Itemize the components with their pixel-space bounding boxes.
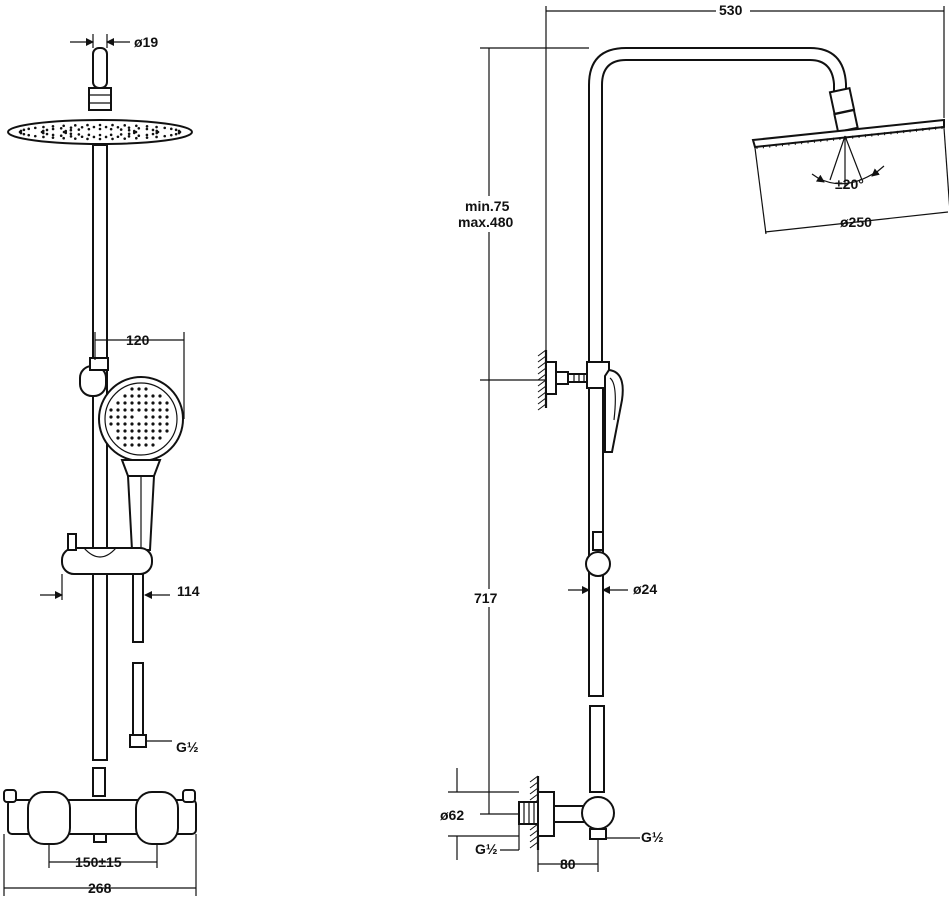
dim-overall-width: 530 — [719, 2, 743, 18]
slider-knob — [67, 533, 77, 551]
temperature-knob — [27, 791, 71, 845]
rain-shower-head — [7, 119, 193, 145]
dim-height-min: min.75 — [465, 198, 510, 214]
dim-inlet-centers: 150±15 — [75, 854, 122, 870]
hand-shower-head — [98, 376, 184, 462]
dim-hose-thread: G½ — [176, 739, 199, 755]
dim-wall-offset: 114 — [177, 583, 200, 599]
overhead-arm — [92, 47, 108, 89]
rain-head-side — [751, 118, 945, 149]
mixer-knob-side — [581, 796, 615, 830]
flow-knob — [135, 791, 179, 845]
side-view — [518, 47, 945, 850]
front-view-dimensions: ø19 120 114 G½ 150±15 268 — [3, 34, 200, 896]
dim-column-height: 717 — [474, 590, 498, 606]
slider-bracket — [61, 547, 153, 575]
riser-column — [92, 144, 108, 761]
dim-pipe-diameter: ø19 — [134, 34, 158, 50]
dim-knob-diameter: ø24 — [633, 581, 657, 597]
wall-flange-lower — [537, 791, 555, 837]
dim-inlet-thread-right: G½ — [641, 829, 664, 845]
dim-handshower-width: 120 — [126, 332, 150, 348]
dim-height-max: max.480 — [458, 214, 513, 230]
dim-mixer-width: 268 — [88, 880, 112, 896]
hand-shower-nozzles — [109, 387, 169, 447]
hose-lower — [132, 662, 144, 736]
hose-connector — [129, 734, 147, 748]
wall-flange-upper — [545, 361, 557, 395]
dim-inlet-projection: 80 — [560, 856, 576, 872]
riser-with-arm — [588, 47, 847, 367]
dim-inlet-thread-left: G½ — [475, 841, 498, 857]
dim-tilt-angle: ±20° — [835, 176, 864, 192]
hose-upper — [132, 573, 144, 643]
head-connector — [88, 87, 112, 111]
front-view — [3, 47, 197, 845]
hand-shower-side — [604, 368, 624, 453]
rain-head-nozzles — [18, 123, 182, 141]
dim-flange-diameter: ø62 — [440, 807, 464, 823]
dim-head-diameter: ø250 — [840, 214, 872, 230]
side-view-dimensions: 530 min.75 max.480 717 ±20° ø250 ø24 — [440, 2, 949, 872]
slider-knob-side — [585, 551, 611, 577]
